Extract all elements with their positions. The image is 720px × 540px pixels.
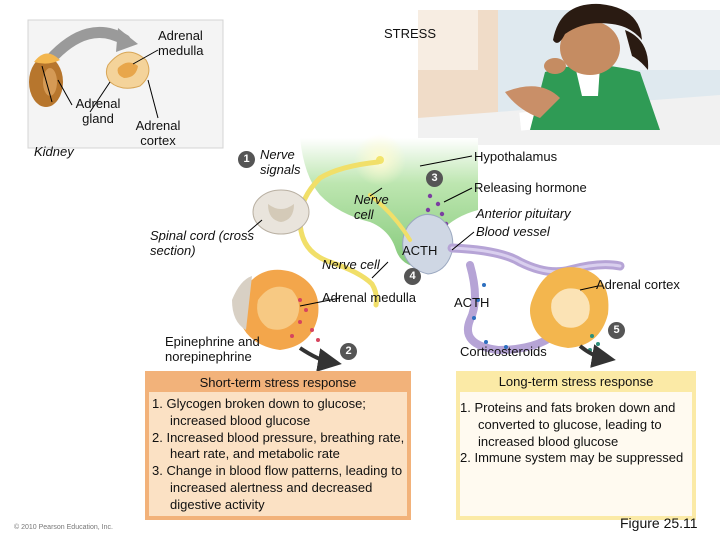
adrenal-cortex-shape (530, 267, 616, 368)
long-term-list: 1. Proteins and fats broken down and con… (460, 400, 690, 467)
figure-caption: Figure 25.11 (620, 515, 698, 531)
adrenal-medulla-shape (232, 269, 342, 372)
short-term-item: 2. Increased blood pressure, breathing r… (152, 429, 405, 462)
step-number-2: 2 (340, 343, 357, 360)
long-term-item: 2. Immune system may be suppressed (460, 450, 684, 466)
label-adrenal-medulla-top: Adrenal medulla (158, 28, 204, 58)
label-nerve-cell-lower: Nerve cell (322, 257, 380, 272)
label-corticosteroids: Corticosteroids (460, 344, 547, 359)
label-adrenal-gland: Adrenal gland (75, 96, 121, 126)
label-nerve-cell-upper: Nerve cell (354, 192, 389, 222)
short-term-list: 1. Glycogen broken down to glucose; incr… (152, 396, 408, 514)
label-adrenal-cortex-right: Adrenal cortex (596, 277, 680, 292)
label-acth-upper: ACTH (402, 243, 438, 258)
step-number-3: 3 (426, 170, 443, 187)
label-blood-vessel: Blood vessel (476, 224, 550, 239)
copyright-notice: © 2010 Pearson Education, Inc. (14, 524, 113, 531)
step-number-4: 4 (404, 268, 421, 285)
label-hypothalamus: Hypothalamus (474, 149, 558, 164)
nerve-pathway (297, 159, 412, 308)
spinal-cord-shape (247, 189, 310, 235)
label-anterior-pituitary: Anterior pituitary (476, 206, 571, 221)
label-spinal-cord: Spinal cord (cross section) (150, 228, 255, 258)
long-term-title: Long-term stress response (498, 374, 654, 389)
step-number-1: 1 (238, 151, 255, 168)
short-term-item: 3. Change in blood flow patterns, leadin… (152, 463, 403, 512)
label-kidney: Kidney (34, 144, 74, 159)
label-acth-lower: ACTH (454, 295, 490, 310)
label-releasing-hormone: Releasing hormone (474, 180, 587, 195)
adrenal-inset (27, 19, 224, 149)
label-nerve-signals: Nerve signals (260, 147, 301, 177)
short-term-item: 1. Glycogen broken down to glucose; incr… (152, 396, 366, 428)
label-epinephrine: Epinephrine and norepinephrine (165, 334, 260, 364)
long-term-item: 1. Proteins and fats broken down and con… (460, 400, 676, 449)
label-stress: STRESS (384, 26, 437, 41)
label-adrenal-cortex-left: Adrenal cortex (135, 118, 181, 148)
step-number-5: 5 (608, 322, 625, 339)
short-term-title: Short-term stress response (199, 375, 357, 390)
label-adrenal-medulla-mid: Adrenal medulla (322, 290, 416, 305)
pituitary-and-vessel (402, 213, 625, 355)
stressed-student-photo (418, 3, 720, 145)
